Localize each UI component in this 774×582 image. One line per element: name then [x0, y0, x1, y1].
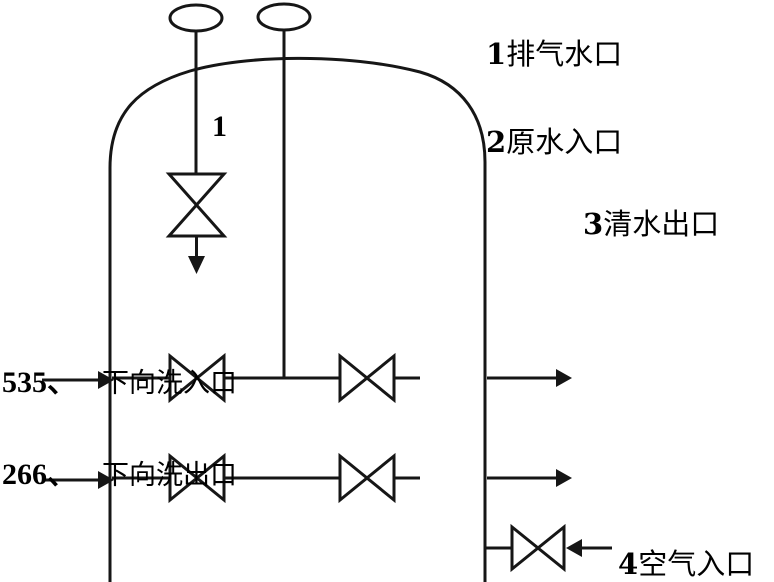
- pipe-label-backwash-inlet: 下向洗入口: [102, 368, 237, 398]
- upper-outlet-arrowhead-icon: [556, 369, 572, 387]
- legend-item-3: 3清水出口: [583, 210, 719, 240]
- left-ref-number-top: 535、: [2, 366, 77, 399]
- lower-valve1-right-icon: [194, 452, 226, 504]
- left-ref-number-bottom: 266、: [2, 458, 77, 491]
- pipe-label-backwash-outlet: 下向洗出口: [102, 460, 237, 490]
- lower-outlet-arrowhead-icon: [556, 469, 572, 487]
- lower-valve2-right-icon: [364, 452, 396, 504]
- top-nozzle-left-icon: [168, 3, 224, 33]
- legend-item-2-number: 2: [486, 125, 507, 159]
- legend-item-1-number: 1: [486, 37, 507, 71]
- legend-item-3-number: 3: [583, 207, 604, 241]
- legend-item-4: 4空气入口: [618, 550, 754, 580]
- legend-item-3-text: 清水出口: [603, 209, 720, 241]
- top-nozzle-right-icon: [256, 2, 312, 32]
- legend-item-4-number: 4: [618, 547, 639, 581]
- valve-number-label: 1: [212, 110, 227, 143]
- lower-valve2-left-icon: [338, 452, 370, 504]
- vertical-valve-top-icon: [165, 172, 228, 208]
- air-valve-right-icon: [535, 523, 566, 573]
- air-inlet-arrowhead-icon: [566, 539, 582, 557]
- legend-item-2-text: 原水入口: [506, 127, 623, 159]
- legend-item-2: 2原水入口: [486, 128, 622, 158]
- legend-item-4-text: 空气入口: [638, 549, 755, 581]
- upper-valve1-left-icon: [168, 352, 200, 404]
- legend-item-1-text: 排气水口: [506, 39, 623, 71]
- air-valve-left-icon: [510, 523, 541, 573]
- lower-inlet-arrowhead-icon: [98, 471, 114, 489]
- vertical-valve-bottom-icon: [165, 202, 228, 238]
- tank-outline: [108, 56, 487, 582]
- upper-valve1-right-icon: [194, 352, 226, 404]
- lower-valve1-left-icon: [168, 452, 200, 504]
- upper-valve2-left-icon: [338, 352, 370, 404]
- legend-item-1: 1排气水口: [486, 40, 622, 70]
- upper-valve2-right-icon: [364, 352, 396, 404]
- down-arrowhead-icon: [188, 256, 205, 274]
- upper-inlet-arrowhead-icon: [98, 371, 114, 389]
